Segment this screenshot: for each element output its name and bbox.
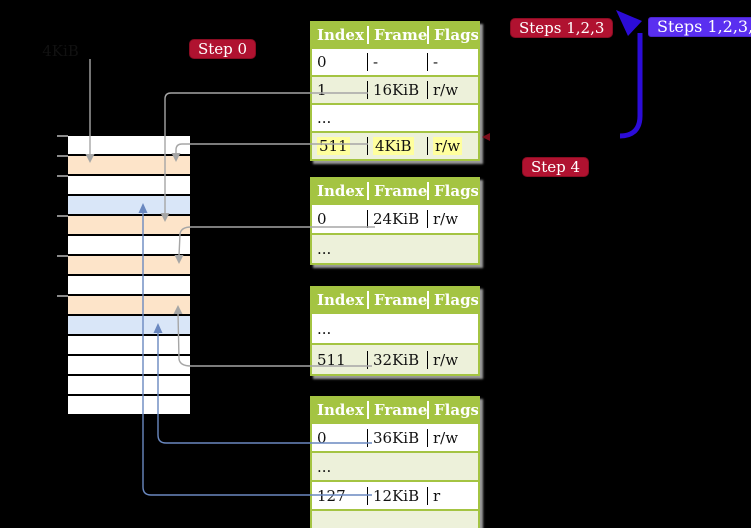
- column-header: Flags: [427, 401, 478, 419]
- table-cell: ...: [317, 240, 332, 258]
- table-cell: 16KiB: [367, 81, 427, 99]
- table-cell: 511: [312, 137, 367, 155]
- table-cell: 0: [317, 210, 327, 228]
- step4-pointer: [482, 133, 490, 141]
- memory-frame-white: [68, 396, 190, 416]
- column-header: Frame: [367, 291, 427, 309]
- table-row: 0 --: [312, 47, 478, 75]
- table-cell: r/w: [427, 210, 478, 228]
- column-header: Flags: [427, 291, 478, 309]
- highlighted-value: r/w: [433, 137, 463, 155]
- memory-frame-peach: [68, 296, 190, 316]
- address-tick: [57, 215, 68, 217]
- table-cell: 0: [317, 53, 327, 71]
- address-tick: [57, 155, 68, 157]
- column-header: Index: [317, 182, 364, 200]
- step-0-badge: Step 0: [189, 39, 257, 59]
- memory-frame-white: [68, 336, 190, 356]
- column-header: Index: [317, 26, 364, 44]
- table-row: 511 4KiB r/w: [312, 131, 478, 159]
- memory-frame-white: [68, 376, 190, 396]
- column-header: Frame: [367, 401, 427, 419]
- address-tick: [57, 175, 68, 177]
- table-cell: r/w: [427, 350, 478, 369]
- table-cell: 24KiB: [367, 210, 427, 228]
- table-cell: 12KiB: [367, 486, 427, 505]
- highlighted-value: 511: [317, 137, 350, 155]
- steps-1234-badge: Steps 1,2,3,4: [648, 17, 751, 37]
- table-cell: r/w: [427, 428, 478, 447]
- memory-frame-peach: [68, 216, 190, 236]
- memory-frame-white: [68, 356, 190, 376]
- column-header: Flags: [427, 26, 478, 44]
- table-cell: 127: [317, 486, 346, 505]
- address-tick: [57, 135, 68, 137]
- column-header: Frame: [367, 26, 427, 44]
- memory-frame-peach: [68, 256, 190, 276]
- address-tick: [57, 295, 68, 297]
- recursive-loop-arrow: [616, 10, 643, 139]
- address-tick: [57, 255, 68, 257]
- highlighted-value: 4KiB: [373, 137, 414, 155]
- table-cell: 32KiB: [367, 350, 427, 369]
- column-header: Index: [317, 291, 364, 309]
- column-header: Index: [317, 401, 364, 419]
- memory-frame-white: [68, 176, 190, 196]
- memory-frame-white: [68, 136, 190, 156]
- memory-frame-blue: [68, 316, 190, 336]
- column-header: Flags: [427, 182, 478, 200]
- table-cell: ...: [317, 319, 332, 338]
- table-cell: 0: [317, 428, 327, 447]
- table-cell: 511: [317, 350, 346, 369]
- memory-frame-peach: [68, 156, 190, 176]
- table-cell: r/w: [427, 137, 478, 155]
- table-row: ...: [312, 451, 478, 480]
- table-cell: -: [427, 53, 478, 71]
- table-cell: ...: [317, 515, 332, 528]
- table-row: ...: [312, 509, 478, 528]
- column-header: Frame: [367, 182, 427, 200]
- table-cell: ...: [317, 457, 332, 476]
- table-cell: 1: [317, 81, 327, 99]
- table-cell: ...: [317, 109, 332, 127]
- table-cell: r: [427, 486, 478, 505]
- table-row: ...: [312, 312, 478, 343]
- table-row: ...: [312, 103, 478, 131]
- table-cell: 36KiB: [367, 428, 427, 447]
- memory-frame-white: [68, 276, 190, 296]
- step-4-badge: Step 4: [522, 157, 590, 177]
- table-cell: r/w: [427, 81, 478, 99]
- memory-frame-white: [68, 236, 190, 256]
- table-row: ...: [312, 233, 478, 263]
- memory-frame-blue: [68, 196, 190, 216]
- physical-memory-strip: [68, 136, 190, 416]
- steps-123-badge: Steps 1,2,3: [510, 18, 614, 38]
- table-cell: -: [367, 53, 427, 71]
- frame-pointer-label: 4KiB: [42, 42, 79, 60]
- table-cell: 4KiB: [367, 137, 427, 155]
